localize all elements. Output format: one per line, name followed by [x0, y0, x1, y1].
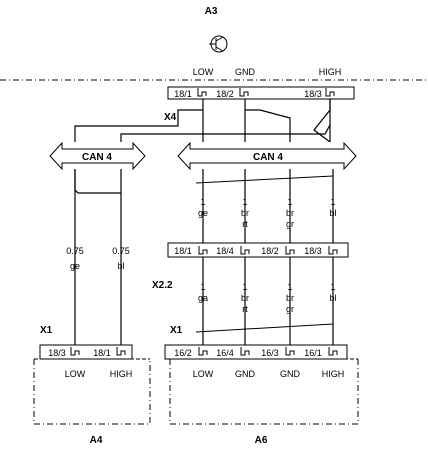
a3-pin-low: LOW — [193, 67, 214, 77]
a3-pin-high: HIGH — [319, 67, 342, 77]
transistor-icon — [209, 35, 228, 53]
upper-wire-3-color-a: br — [286, 208, 294, 218]
x22-label: X2.2 — [152, 280, 173, 291]
upper-wire-1-color: ge — [198, 208, 208, 218]
lower-wire-2-color-b: rt — [242, 304, 248, 314]
lower-wire-1-color: ga — [198, 293, 208, 303]
connector-x1-a4: 18/3 18/1 — [39, 344, 133, 360]
a6-pin-gnd-1: GND — [235, 369, 256, 379]
x1-a4-label: X1 — [40, 325, 53, 336]
can4-left-label: CAN 4 — [82, 152, 112, 163]
x4-label: X4 — [164, 112, 177, 123]
x4-pin-3: 18/3 — [304, 89, 322, 99]
x22-pin-2: 18/4 — [216, 246, 234, 256]
upper-wire-2-size: 1 — [242, 197, 247, 207]
upper-wire-4-color: bl — [329, 208, 336, 218]
upper-wire-2-color-b: rt — [242, 219, 248, 229]
x22-pin-1: 18/1 — [174, 246, 192, 256]
x22-pin-3: 18/2 — [261, 246, 279, 256]
a3-pin-gnd: GND — [235, 67, 256, 77]
x1-a6-pin-3: 16/3 — [261, 348, 279, 358]
x1-a6-pin-1: 16/2 — [174, 348, 192, 358]
lower-wire-2-color-a: br — [241, 293, 249, 303]
a4-wire-low-size: 0.75 — [66, 246, 84, 256]
upper-wire-4-size: 1 — [330, 197, 335, 207]
lower-wire-3-size: 1 — [287, 282, 292, 292]
x1-a4-pin-2: 18/1 — [93, 348, 111, 358]
x22-pin-4: 18/3 — [304, 246, 322, 256]
upper-wire-3-color-b: gr — [286, 219, 294, 229]
x4-pin-2: 18/2 — [216, 89, 234, 99]
a6-pin-high: HIGH — [322, 369, 345, 379]
lower-wire-3-color-a: br — [286, 293, 294, 303]
lower-wire-labels: 1 ga 1 br rt 1 br gr 1 bl — [198, 282, 337, 314]
lower-wire-4-size: 1 — [330, 282, 335, 292]
a4-wire-high-size: 0.75 — [112, 246, 130, 256]
x1-a6-pin-2: 16/4 — [216, 348, 234, 358]
can4-right-label: CAN 4 — [253, 152, 283, 163]
x4-pin-1: 18/1 — [174, 89, 192, 99]
module-a4-label: A4 — [90, 435, 103, 446]
upper-wire-labels: 1 ge 1 br rt 1 br gr 1 bl — [198, 197, 337, 229]
a4-pin-low: LOW — [65, 369, 86, 379]
x1-a6-label: X1 — [170, 325, 183, 336]
connector-x4: 18/1 18/2 18/3 — [167, 86, 355, 100]
module-a6-label: A6 — [255, 435, 268, 446]
a6-pin-gnd-2: GND — [280, 369, 301, 379]
connector-x22: 18/1 18/4 18/2 18/3 — [167, 242, 349, 258]
x1-a4-pin-1: 18/3 — [48, 348, 66, 358]
can4-right-bus: CAN 4 — [177, 141, 357, 171]
connector-x1-a6: 16/2 16/4 16/3 16/1 — [164, 344, 348, 360]
a4-module-boundary — [33, 359, 151, 425]
can4-left-bus: CAN 4 — [49, 141, 146, 171]
upper-wire-2-color-a: br — [241, 208, 249, 218]
a4-wire-low-color: ge — [70, 261, 80, 271]
lower-wire-2-size: 1 — [242, 282, 247, 292]
upper-wire-3-size: 1 — [287, 197, 292, 207]
lower-wire-3-color-b: gr — [286, 304, 294, 314]
a4-pin-high: HIGH — [110, 369, 133, 379]
module-a3-label: A3 — [205, 6, 218, 17]
a6-pin-low: LOW — [193, 369, 214, 379]
upper-wire-1-size: 1 — [200, 197, 205, 207]
a4-wire-high-color: bl — [117, 261, 124, 271]
lower-wire-1-size: 1 — [200, 282, 205, 292]
a6-module-boundary — [169, 359, 359, 425]
lower-wire-4-color: bl — [329, 293, 336, 303]
x1-a6-pin-4: 16/1 — [304, 348, 322, 358]
